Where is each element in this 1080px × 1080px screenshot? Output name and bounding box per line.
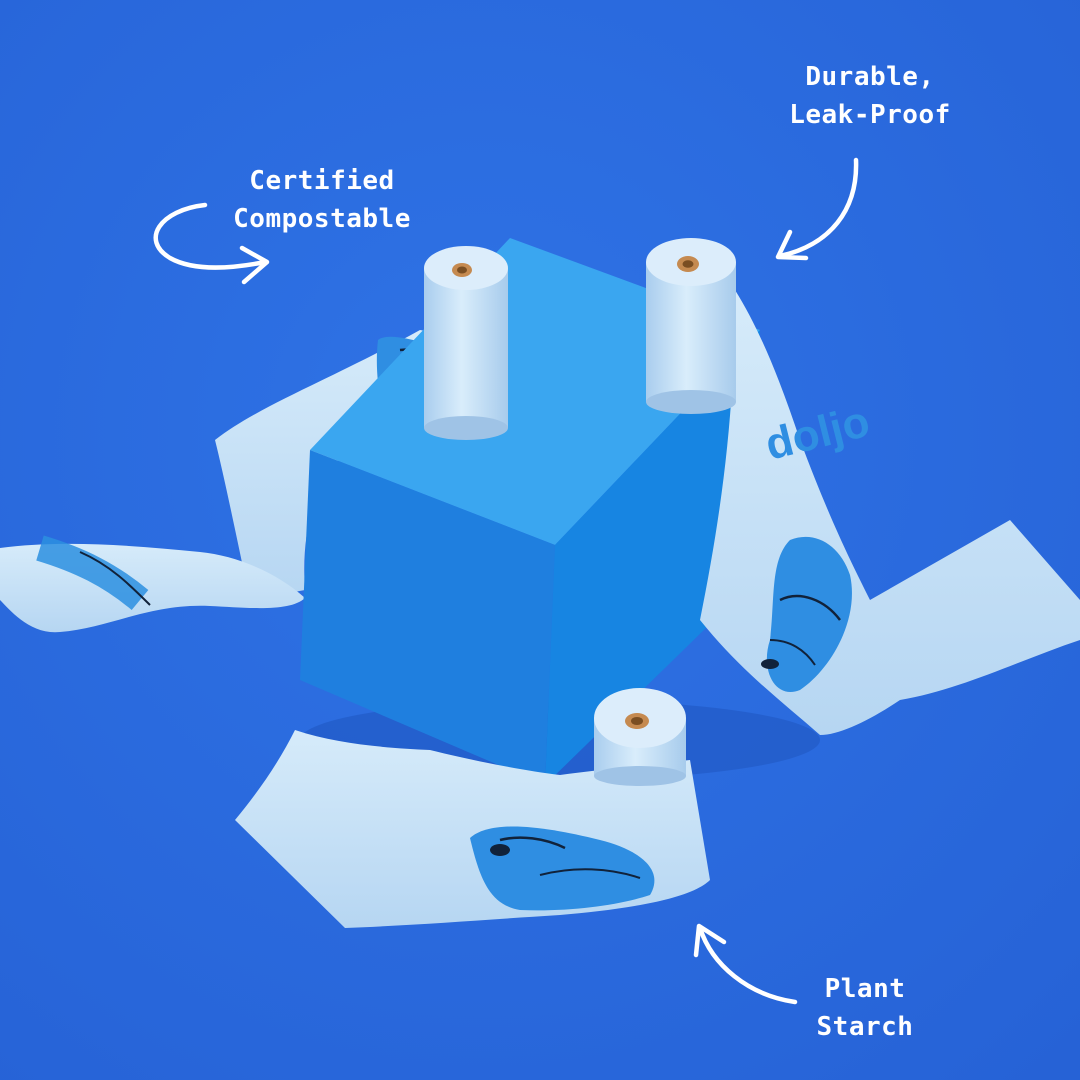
callout-line: Compostable bbox=[233, 204, 411, 234]
bag-strip-bottom bbox=[235, 730, 710, 928]
bag-roll-bottom bbox=[594, 688, 686, 786]
bag-roll-left bbox=[424, 246, 508, 440]
bag-strip-right: doljo bbox=[700, 290, 1080, 735]
callout-line: Durable, bbox=[805, 62, 935, 92]
callout-certified-compostable: Certified Compostable bbox=[212, 162, 432, 238]
callout-line: Plant bbox=[824, 974, 906, 1004]
callout-plant-starch: Plant Starch bbox=[790, 970, 940, 1046]
callout-line: Certified bbox=[249, 166, 395, 196]
callout-durable-leak-proof: Durable, Leak-Proof bbox=[770, 58, 970, 134]
curved-arrow-right-icon bbox=[153, 202, 270, 285]
curved-arrow-up-left-icon bbox=[693, 923, 798, 1005]
callout-line: Starch bbox=[816, 1012, 914, 1042]
callout-line: Leak-Proof bbox=[789, 100, 951, 130]
bag-roll-right bbox=[646, 238, 736, 414]
curved-arrow-down-left-icon bbox=[775, 157, 859, 261]
